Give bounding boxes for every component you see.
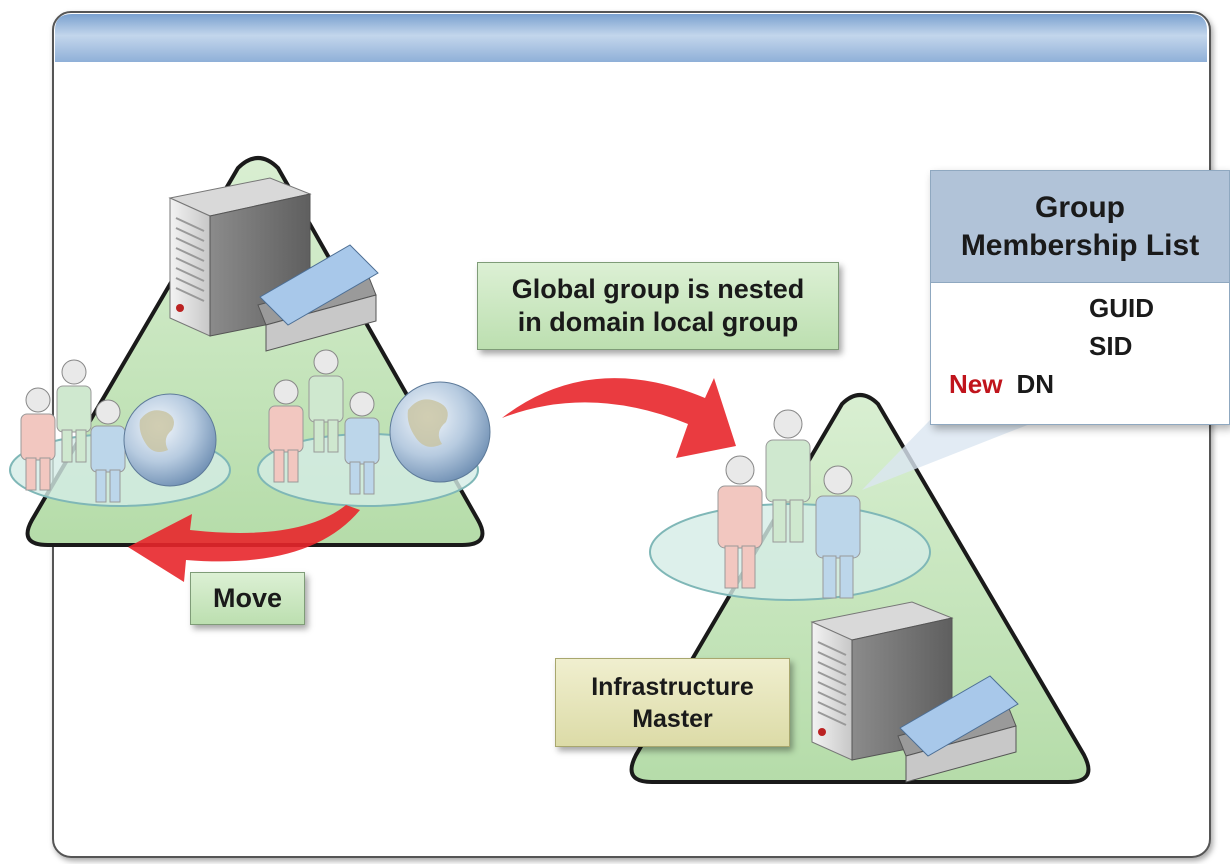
dn-entry: DN [1016,369,1055,399]
move-label: Move [190,572,305,625]
panel-title-line: Group [1035,190,1125,224]
label-line: Infrastructure [591,672,754,701]
globe-icon [389,381,491,483]
nested-group-callout: Global group is nested in domain local g… [477,262,839,350]
nesting-arrow [502,378,736,458]
membership-entry-dn: New DN [949,369,1054,400]
user-group-icon [268,349,380,495]
label-line: Master [632,704,713,733]
callout-line: in domain local group [517,307,799,337]
panel-title-line: Membership List [960,228,1200,262]
group-membership-list-panel: Group Membership List GUID SID New DN [930,170,1230,425]
membership-entry-sid: SID [1089,331,1133,361]
user-group-icon [717,409,861,599]
infrastructure-master-label: Infrastructure Master [555,658,790,747]
panel-pointer [862,420,1040,490]
move-arrow [128,505,360,582]
membership-entry-guid: GUID [1089,293,1154,323]
user-group-icon [20,359,126,503]
new-tag: New [949,369,1003,399]
source-domain [9,156,491,582]
globe-icon [123,393,217,487]
panel-title: Group Membership List [931,171,1229,283]
callout-line: Global group is nested [511,274,805,304]
directory-book-icon [897,675,1019,783]
directory-book-icon [257,244,379,352]
header-bar [55,14,1207,62]
